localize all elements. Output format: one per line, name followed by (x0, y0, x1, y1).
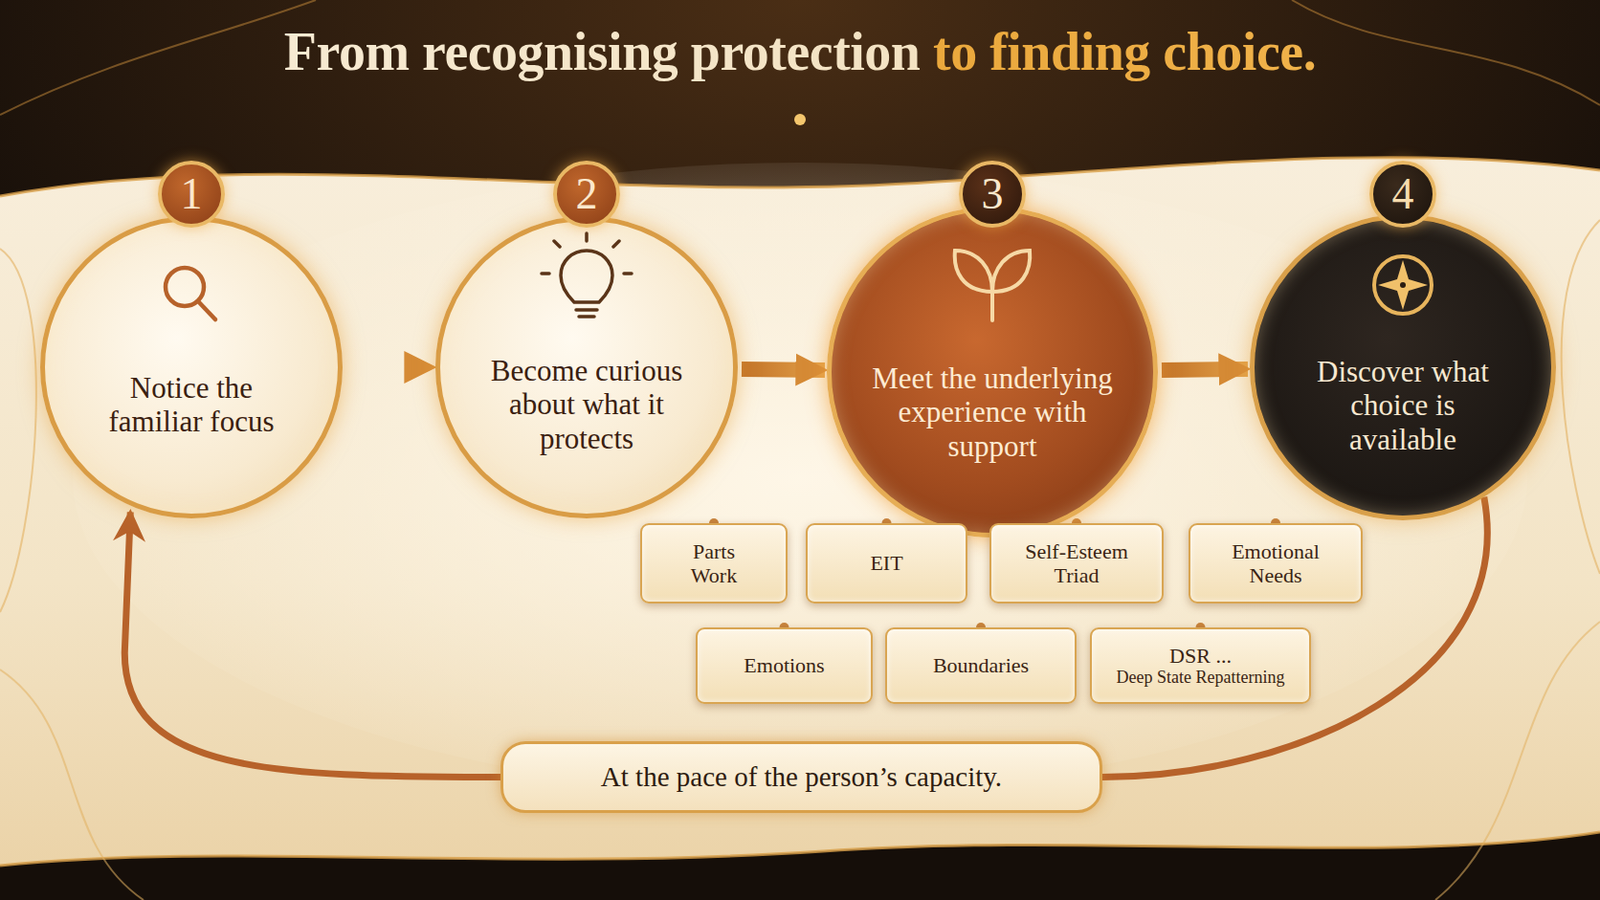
step-circle: 1Notice the familiar focus (40, 216, 343, 519)
step-number: 3 (958, 160, 1026, 228)
step-number: 4 (1369, 160, 1437, 228)
gold-swirl (1561, 220, 1600, 575)
method-box: EIT (805, 523, 968, 604)
gold-swirl (1435, 622, 1600, 900)
parchment-area (0, 157, 1600, 867)
gold-swirl (0, 669, 144, 900)
loop-arrow (124, 511, 501, 778)
pace-band: At the pace of the person’s capacity. (500, 741, 1103, 814)
step-number: 2 (553, 160, 621, 228)
gold-edge (0, 832, 1600, 867)
method-label: Parts Work (675, 539, 753, 589)
method-box: Emotional Needs (1188, 523, 1363, 604)
step-label: Meet the underlying experience with supp… (853, 361, 1132, 463)
method-label: Self-Esteem Triad (1004, 539, 1149, 589)
diagram-title: From recognising protection to finding c… (284, 21, 1316, 83)
pace-text: At the pace of the person’s capacity. (600, 761, 1002, 794)
gold-edge (0, 157, 1600, 197)
step-arrow (346, 359, 434, 376)
gold-swirl (0, 0, 316, 115)
step-circle: 2Become curious about what it protects (435, 216, 738, 519)
gold-swirl (0, 248, 37, 613)
step-arrow (741, 369, 825, 371)
method-box: Self-Esteem Triad (989, 523, 1164, 604)
step-label: Notice the familiar focus (86, 371, 297, 439)
title-rule-dot (794, 113, 806, 126)
step-number: 1 (157, 160, 225, 228)
method-label: Emotional Needs (1213, 539, 1338, 589)
step-circle: 4Discover what choice is available (1249, 214, 1556, 521)
method-label: EIT (869, 551, 903, 576)
step-circle: 3Meet the underlying experience with sup… (826, 206, 1158, 538)
method-box: Boundaries (885, 627, 1077, 705)
method-label: Deep State Repatterning (1116, 667, 1286, 689)
method-label: DSR ... (1169, 644, 1232, 668)
step-label: Discover what choice is available (1295, 355, 1512, 456)
method-box: Emotions (695, 627, 873, 705)
title-wrap: From recognising protection to finding c… (0, 21, 1600, 83)
gold-swirl (1291, 0, 1600, 106)
method-label: Emotions (743, 653, 824, 678)
method-label: Boundaries (933, 653, 1029, 678)
method-box: Parts Work (640, 523, 788, 604)
step-label: Become curious about what it protects (479, 354, 695, 455)
step-arrow (1161, 369, 1248, 371)
method-box: DSR ...Deep State Repatterning (1089, 627, 1312, 705)
